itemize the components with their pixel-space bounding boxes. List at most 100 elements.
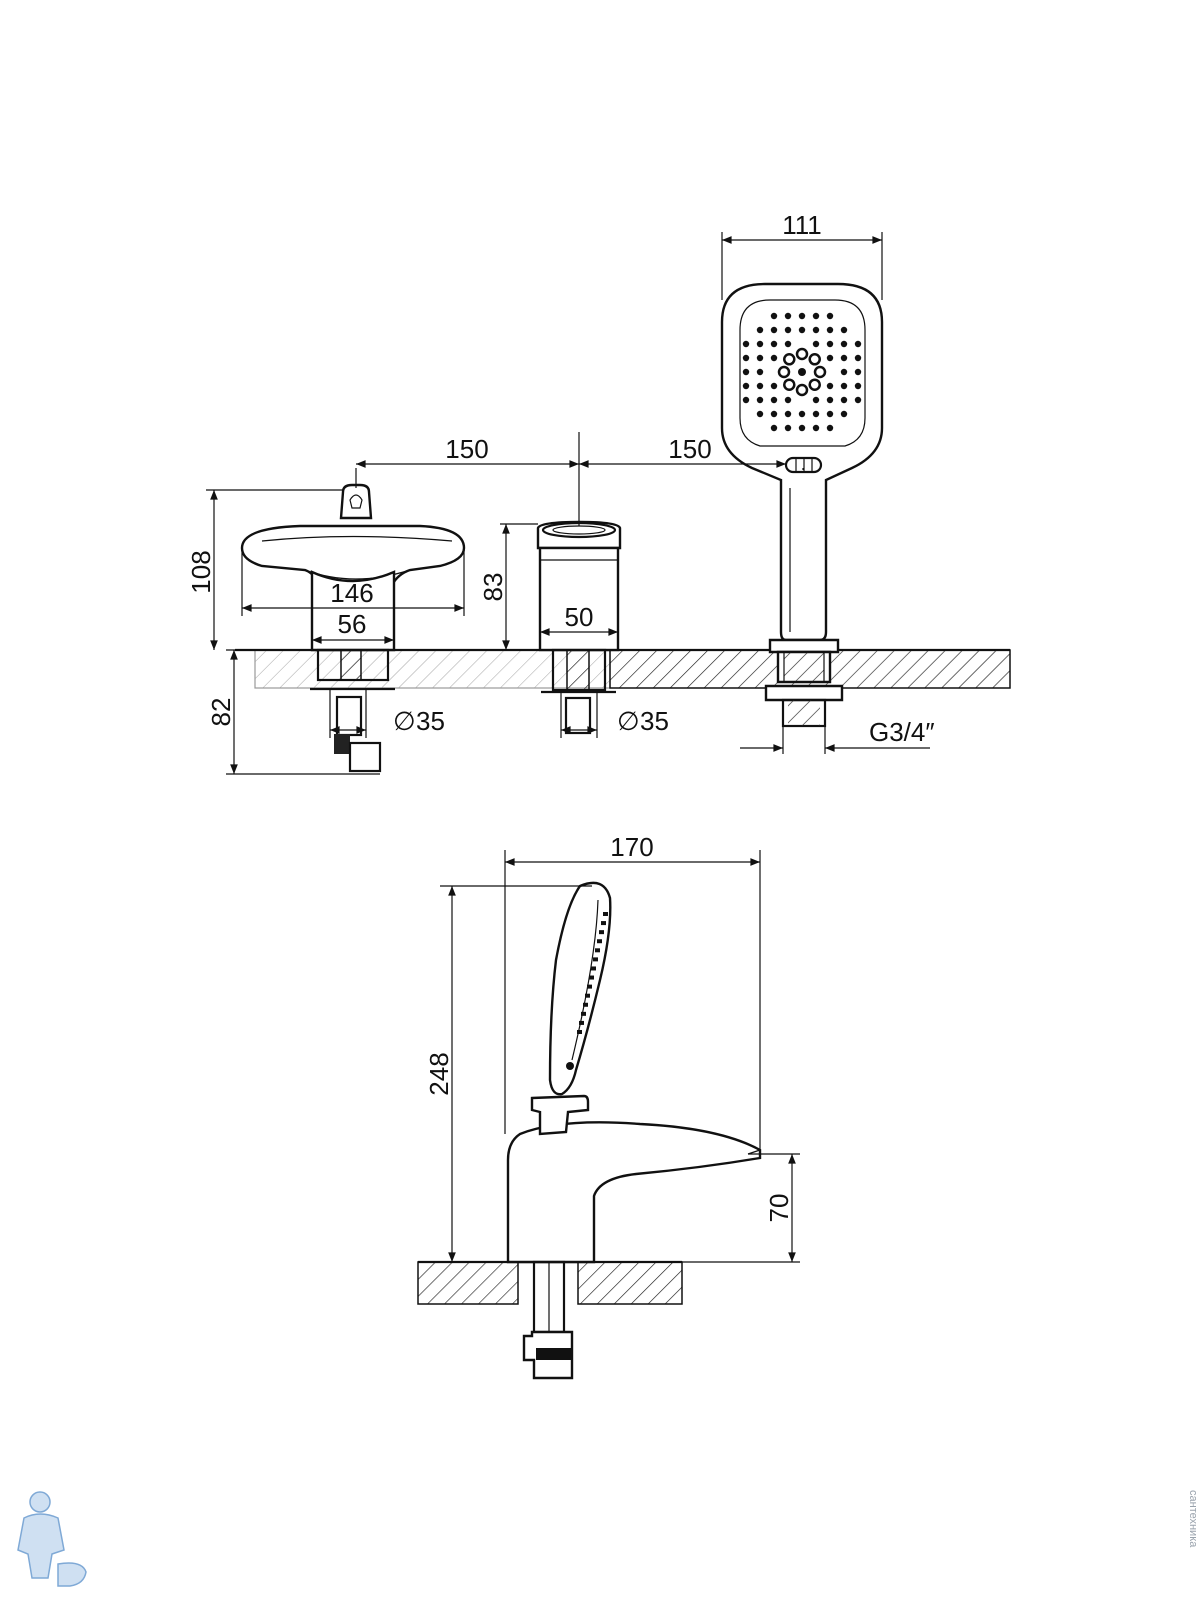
dim-150-left-label: 150 — [445, 434, 488, 464]
dim-56-label: 56 — [338, 609, 367, 639]
nozzle-dot — [770, 382, 778, 390]
dim-side-width: 170 — [504, 832, 761, 1150]
dim-111-label: 111 — [782, 210, 822, 240]
nozzle-dot — [798, 424, 806, 432]
nozzle-dot — [756, 382, 764, 390]
nozzle-dot — [770, 410, 778, 418]
dim-hole-mid: ∅ 35 — [560, 692, 669, 738]
nozzle-dot — [812, 312, 820, 320]
dim-side-height: 248 — [424, 885, 592, 1263]
nozzle-dot — [756, 410, 764, 418]
nozzle-dot — [826, 424, 834, 432]
side-nozzle — [581, 1011, 586, 1016]
nozzle-dot — [756, 396, 764, 404]
side-nozzle — [579, 1020, 584, 1025]
dim-hole-left: ∅ 35 — [329, 689, 445, 738]
side-nozzle — [587, 984, 592, 989]
nozzle-dot — [854, 368, 862, 376]
spout-side — [506, 1121, 762, 1264]
dim-below-deck: 82 — [206, 649, 380, 775]
nozzle-dot — [812, 326, 820, 334]
side-nozzle — [589, 975, 594, 980]
nozzle-dot — [756, 354, 764, 362]
nozzle-dot — [770, 424, 778, 432]
side-nozzle — [601, 921, 606, 926]
nozzle-dot — [854, 340, 862, 348]
dim-spout-width: 146 — [241, 548, 465, 616]
nozzle-dot — [784, 340, 792, 348]
side-pipe — [522, 1260, 574, 1380]
dim-mixer-height: 83 — [478, 523, 538, 651]
nozzle-dot — [784, 424, 792, 432]
center-nozzle — [798, 368, 806, 376]
nozzle-dot — [756, 326, 764, 334]
nozzle-dot — [742, 396, 750, 404]
nozzle-dot — [826, 354, 834, 362]
side-nozzles — [577, 912, 608, 1034]
nozzle-dot — [742, 368, 750, 376]
side-nozzle — [597, 939, 602, 944]
center-nozzle — [795, 347, 809, 361]
nozzle-dot — [840, 410, 848, 418]
side-view: 170 248 70 — [417, 832, 800, 1380]
nozzle-dot — [812, 410, 820, 418]
dim-thread: G3/4″ — [740, 717, 935, 754]
dim-248-label: 248 — [424, 1052, 454, 1095]
nozzle-dot — [770, 396, 778, 404]
nozzle-dot — [840, 340, 848, 348]
shower-nozzles — [742, 312, 862, 432]
nozzle-dot — [826, 410, 834, 418]
nozzle-dot — [854, 396, 862, 404]
center-nozzle — [783, 378, 796, 391]
nozzle-dot — [840, 396, 848, 404]
watermark-text: сантехника — [1187, 1490, 1199, 1548]
nozzle-dot — [840, 354, 848, 362]
dim-70-label: 70 — [764, 1194, 794, 1223]
dim-170-label: 170 — [610, 832, 653, 862]
dim-35-left-label: 35 — [416, 706, 445, 736]
dim-spout-base: 56 — [312, 609, 394, 644]
center-nozzle — [813, 365, 827, 379]
diameter-symbol-left: ∅ — [393, 706, 416, 736]
handshower-side — [548, 881, 612, 1096]
dim-82-label: 82 — [206, 698, 236, 727]
nozzle-dot — [770, 312, 778, 320]
front-view: 111 150 150 108 146 56 — [186, 210, 1011, 775]
nozzle-dot — [840, 326, 848, 334]
nozzle-dot — [826, 396, 834, 404]
nozzle-dot — [784, 410, 792, 418]
center-nozzle — [783, 353, 796, 366]
center-nozzle — [808, 353, 821, 366]
nozzle-dot — [756, 368, 764, 376]
diameter-symbol-mid: ∅ — [617, 706, 640, 736]
side-nozzle — [593, 957, 598, 962]
side-nozzle — [591, 966, 596, 971]
nozzle-dot — [784, 312, 792, 320]
center-nozzle — [808, 378, 821, 391]
nozzle-dot — [826, 312, 834, 320]
dim-83-label: 83 — [478, 573, 508, 602]
handshower-front — [720, 282, 884, 728]
nozzle-dot — [854, 382, 862, 390]
side-nozzle — [595, 948, 600, 953]
nozzle-dot — [826, 326, 834, 334]
dim-146-label: 146 — [330, 578, 373, 608]
side-nozzle — [583, 1002, 588, 1007]
side-nozzle — [599, 930, 604, 935]
nozzle-dot — [784, 326, 792, 334]
dim-spout-height: 108 — [186, 489, 343, 651]
dim-mixer-width: 50 — [539, 602, 619, 636]
nozzle-dot — [742, 340, 750, 348]
nozzle-dot — [742, 354, 750, 362]
dim-35-mid-label: 35 — [640, 706, 669, 736]
center-nozzle — [795, 383, 809, 397]
dim-50-label: 50 — [565, 602, 594, 632]
dim-side-spout-height: 70 — [594, 1153, 800, 1263]
lever-side — [530, 1094, 590, 1136]
nozzle-dot — [812, 340, 820, 348]
nozzle-dot — [784, 396, 792, 404]
side-deck — [417, 1260, 683, 1305]
nozzle-dot — [770, 354, 778, 362]
nozzle-dot — [798, 326, 806, 334]
